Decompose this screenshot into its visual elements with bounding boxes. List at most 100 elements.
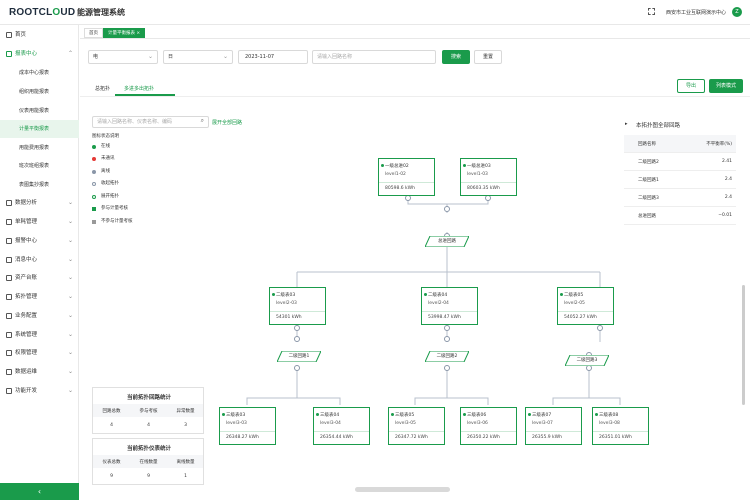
export-button[interactable]: 导出 <box>677 79 705 93</box>
report-icon <box>6 51 12 57</box>
menu-icon <box>6 350 12 356</box>
chevron-down-icon: ⌄ <box>68 331 74 338</box>
tab-total-topology[interactable]: 总拓扑 <box>95 86 111 92</box>
sidebar-sub-item[interactable]: 表图集抄报表 <box>19 182 50 188</box>
loop-l2[interactable]: 二级回路2 <box>425 351 469 362</box>
menu-icon <box>6 200 12 206</box>
expand-all-link[interactable]: 展开全部回路 <box>212 120 243 126</box>
caret-right-icon[interactable]: ▸ <box>625 121 628 127</box>
stat-value: 4 <box>110 423 113 428</box>
menu-icon <box>6 257 12 263</box>
chevron-down-icon: ⌄ <box>68 199 74 206</box>
stat-header: 参与考核 <box>139 409 158 414</box>
collapse-topology-icon <box>92 182 96 186</box>
chevron-down-icon: ⌄ <box>68 218 74 225</box>
no-comm-dot-icon <box>92 157 96 161</box>
sidebar-item-report-center[interactable]: 报表中心⌃ <box>0 46 79 62</box>
tab-metering-balance[interactable]: 计量平衡报表 × <box>103 28 146 38</box>
sidebar-item-group[interactable]: 拓扑管理⌄ <box>0 289 79 305</box>
chevron-down-icon: ⌄ <box>68 368 74 375</box>
sidebar-sub-item[interactable]: 仪表用能报表 <box>19 108 50 114</box>
online-dot-icon <box>391 413 394 416</box>
loop-stats-title: 当前拓扑回路统计 <box>126 395 171 401</box>
online-dot-icon <box>595 413 598 416</box>
chevron-down-icon: ⌄ <box>68 274 74 281</box>
meter-stats-box: 当前拓扑仪表统计 仪表总数 在线数量 离线数量 9 9 1 <box>92 438 204 485</box>
sidebar-item-group[interactable]: 单耗管理⌄ <box>0 214 79 230</box>
online-dot-icon <box>316 413 319 416</box>
sidebar-sub-item[interactable]: 用能费用报表 <box>19 145 50 151</box>
sidebar-item-group[interactable]: 数据分析⌄ <box>0 195 79 211</box>
search-button[interactable]: 搜索 <box>442 50 470 64</box>
online-dot-icon <box>463 164 466 167</box>
active-tab-indicator <box>115 94 175 96</box>
sidebar-item-group[interactable]: 数据运维⌄ <box>0 364 79 380</box>
tab-home[interactable]: 首页 <box>84 28 103 38</box>
sidebar: 首页 报表中心⌃ 成本中心报表 组织用能报表 仪表用能报表 计量平衡报表 用能费… <box>0 25 79 500</box>
reset-button[interactable]: 重置 <box>474 50 502 64</box>
sidebar-item-group[interactable]: 权限管理⌄ <box>0 345 79 361</box>
sidebar-sub-item-active[interactable]: 计量平衡报表 <box>0 120 79 138</box>
chevron-down-icon: ⌄ <box>68 387 74 394</box>
loop-name-input[interactable]: 请输入回路名称 <box>312 50 436 64</box>
sidebar-item-group[interactable]: 业务配置⌄ <box>0 308 79 324</box>
vertical-scrollbar[interactable] <box>742 285 745 405</box>
assessed-icon <box>92 207 96 211</box>
sidebar-sub-item[interactable]: 组织用能报表 <box>19 89 50 95</box>
sidebar-item-home[interactable]: 首页 <box>0 27 79 43</box>
date-picker[interactable]: 2023-11-07 <box>238 50 308 64</box>
table-header: 回路名称不平衡率(%) <box>624 135 736 153</box>
sidebar-sub-item[interactable]: 班次班组报表 <box>19 163 50 169</box>
org-name[interactable]: 西安市工业互联网演示中心 <box>666 10 727 16</box>
list-mode-button[interactable]: 列表模式 <box>709 79 743 93</box>
avatar[interactable]: Z <box>732 7 742 17</box>
divider <box>80 96 750 97</box>
menu-icon <box>6 332 12 338</box>
tree-search-input[interactable]: 请输入回路名称、仪表名称、编码⌕ <box>92 116 209 128</box>
home-icon <box>6 32 12 38</box>
sidebar-item-group[interactable]: 系统管理⌄ <box>0 327 79 343</box>
period-select[interactable]: 日⌄ <box>163 50 233 64</box>
sidebar-collapse-button[interactable]: ‹ <box>0 483 79 500</box>
imbalance-title: 本拓扑图全部回路 <box>636 123 681 129</box>
sidebar-item-group[interactable]: 报警中心⌄ <box>0 233 79 249</box>
sidebar-sub-item[interactable]: 成本中心报表 <box>19 70 50 76</box>
meter-stats-title: 当前拓扑仪表统计 <box>126 446 171 452</box>
loop-l3[interactable]: 二级回路3 <box>565 355 609 366</box>
app-title: 能源管理系统 <box>77 8 125 17</box>
energy-select[interactable]: 电⌄ <box>88 50 158 64</box>
sidebar-item-group[interactable]: 资产台账⌄ <box>0 270 79 286</box>
loop-stats-box: 当前拓扑回路统计 回路总数 参与考核 异常数量 4 4 3 <box>92 387 204 434</box>
fullscreen-icon[interactable] <box>648 8 655 15</box>
loop-l1[interactable]: 二级回路1 <box>277 351 321 362</box>
chevron-down-icon: ⌄ <box>147 53 153 60</box>
chevron-down-icon: ⌄ <box>68 256 74 263</box>
stat-header: 仪表总数 <box>102 460 121 465</box>
search-icon: ⌕ <box>200 117 204 124</box>
horizontal-scrollbar[interactable] <box>355 487 450 492</box>
stat-value: 4 <box>147 423 150 428</box>
tab-multi-io-topology[interactable]: 多进多出拓扑 <box>124 86 155 92</box>
online-dot-icon <box>92 145 96 149</box>
loop-total[interactable]: 总进回路 <box>425 236 469 247</box>
expand-topology-icon <box>92 195 96 199</box>
sidebar-item-group[interactable]: 功能开发⌄ <box>0 383 79 399</box>
stat-value: 1 <box>184 474 187 479</box>
chevron-up-icon: ⌃ <box>68 50 74 57</box>
sidebar-item-group[interactable]: 消息中心⌄ <box>0 252 79 268</box>
page-tab-bar: 首页 计量平衡报表 × <box>80 25 750 39</box>
